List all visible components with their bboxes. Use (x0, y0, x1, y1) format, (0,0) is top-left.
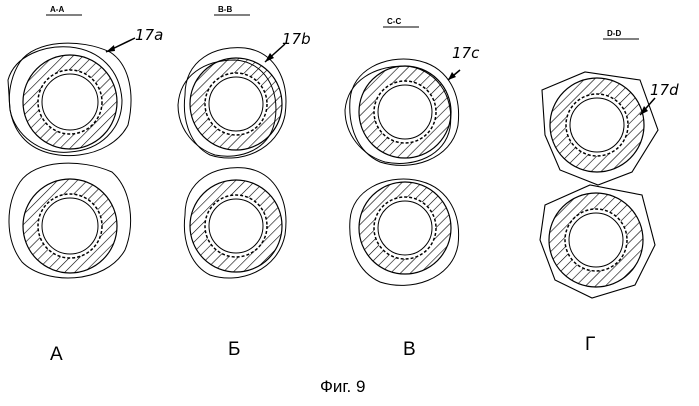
figure-caption: Фиг. 9 (320, 377, 365, 396)
panel-a: A-A 17a А (8, 5, 163, 365)
section-label-b: B-B (218, 5, 232, 14)
panel-caption-a: А (50, 344, 63, 365)
panel-b: B-B 17b Б (178, 5, 311, 360)
section-label-a: A-A (50, 5, 64, 14)
callout-17c: 17c (452, 44, 480, 62)
panel-c: C-C 17c В (345, 17, 480, 360)
callout-17b: 17b (282, 30, 311, 48)
callout-17a: 17a (135, 26, 163, 44)
panel-caption-c: В (403, 339, 416, 360)
panel-caption-d: Г (585, 334, 595, 355)
section-label-d: D-D (607, 29, 621, 38)
panel-caption-b: Б (228, 339, 240, 360)
section-label-c: C-C (387, 17, 401, 26)
panel-d: D-D 17d Г (540, 29, 679, 355)
callout-17d: 17d (650, 81, 679, 99)
